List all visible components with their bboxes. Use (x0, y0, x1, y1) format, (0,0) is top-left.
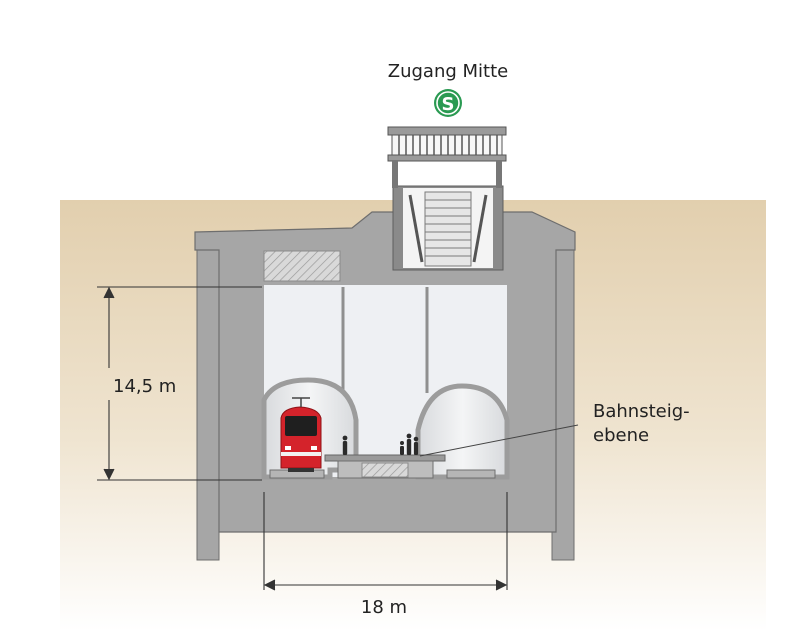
train-icon (280, 397, 322, 472)
sbahn-logo-letter: S (442, 94, 455, 115)
entrance-pavilion (387, 126, 507, 188)
platform-hatched-core (361, 462, 409, 478)
width-label: 18 m (361, 597, 407, 618)
left-diaphragm-wall (196, 239, 220, 561)
height-dimension (97, 286, 262, 481)
width-dimension (263, 492, 508, 591)
entrance-label: Zugang Mitte (388, 61, 508, 82)
sbahn-logo-icon: S (434, 89, 462, 117)
hatched-structural-block (263, 250, 341, 282)
tunnel-arch-right (415, 383, 510, 480)
height-label: 14,5 m (113, 376, 176, 397)
platform-slab (324, 454, 446, 462)
platform-label-line2: ebene (593, 425, 649, 446)
platform-label-line1: Bahnsteig- (593, 401, 690, 422)
track-bed-right (446, 469, 496, 479)
staircase-icon (408, 191, 488, 267)
platform-callout-line (419, 424, 579, 457)
person-icon (342, 433, 419, 455)
